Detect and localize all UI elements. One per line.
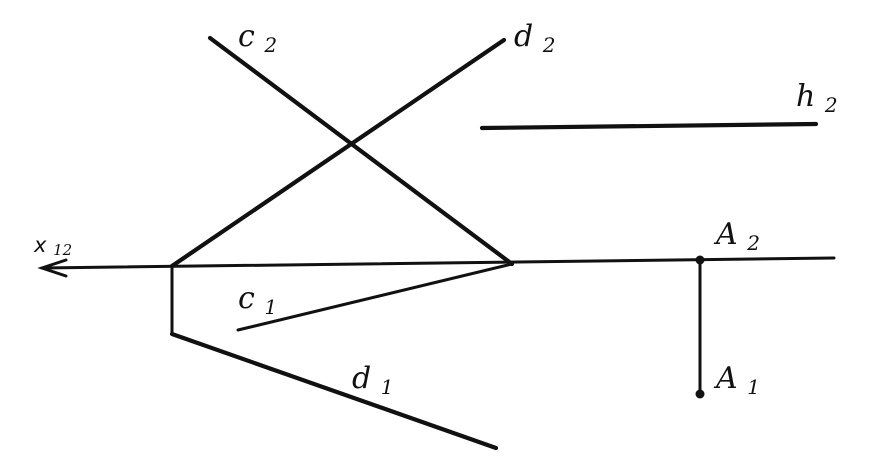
axis-label-subscript: 12 <box>53 241 72 259</box>
line-c2-segment <box>207 35 515 267</box>
point-a2-subscript: 2 <box>746 231 760 255</box>
axis-line <box>40 256 836 270</box>
point-a1-subscript: 1 <box>747 375 760 399</box>
line-d2-label: d 2 <box>514 19 556 57</box>
line-d1-segment <box>169 331 499 451</box>
line-d1-subscript: 1 <box>381 375 394 399</box>
line-d1: d 1 <box>169 264 499 451</box>
line-d2-subscript: 2 <box>542 33 556 57</box>
point-a: A 2 A 1 <box>695 217 760 399</box>
axis-arrowhead <box>37 258 68 278</box>
point-a1-label: A 1 <box>713 361 760 399</box>
line-d2-letter: d <box>514 19 533 54</box>
line-c1-label: c 1 <box>238 281 277 319</box>
projection-axis: x 12 <box>33 233 836 278</box>
line-d2-segment <box>169 37 507 269</box>
axis-label-letter: x <box>33 233 47 257</box>
point-a2-label: A 2 <box>713 217 760 255</box>
line-d2: d 2 <box>169 19 556 269</box>
point-a2-letter: A <box>713 217 738 252</box>
line-d1-label: d 1 <box>352 361 394 399</box>
point-a1-dot <box>695 389 705 399</box>
line-c1-letter: c <box>238 281 255 316</box>
line-h2-segment <box>479 121 819 131</box>
line-c2-label: c 2 <box>238 19 277 57</box>
line-d1-letter: d <box>352 361 371 396</box>
line-c1-subscript: 1 <box>264 295 277 319</box>
line-h2: h 2 <box>479 79 838 131</box>
line-c2-subscript: 2 <box>263 33 277 57</box>
line-c2: c 2 <box>207 19 515 267</box>
point-a2-dot <box>695 255 705 265</box>
line-c2-letter: c <box>238 19 255 54</box>
line-h2-label: h 2 <box>796 79 838 117</box>
line-c1-segment <box>236 262 514 332</box>
line-c1: c 1 <box>236 262 514 332</box>
axis-label: x 12 <box>33 233 72 259</box>
line-h2-subscript: 2 <box>824 93 838 117</box>
point-a1-letter: A <box>713 361 738 396</box>
line-h2-letter: h <box>796 79 815 114</box>
